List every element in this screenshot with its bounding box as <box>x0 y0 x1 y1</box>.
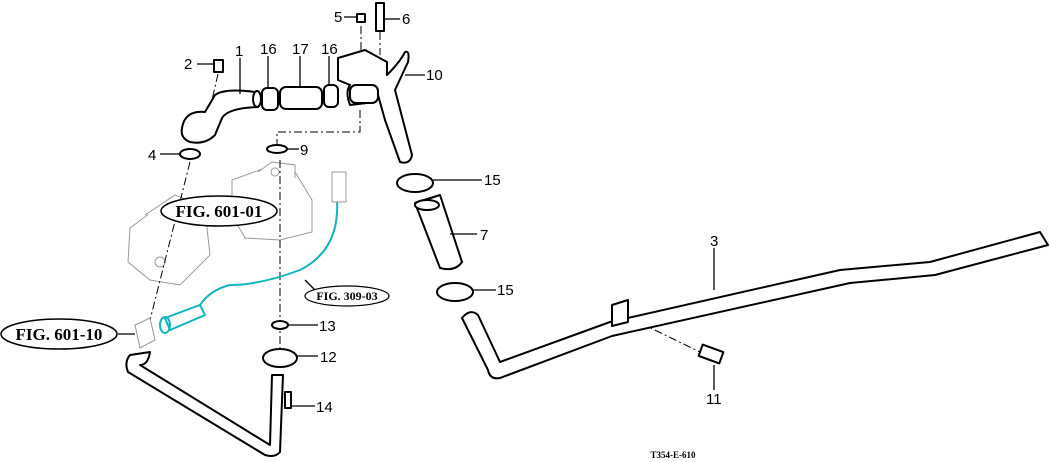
callout-13: 13 <box>319 318 336 335</box>
part-11-bolt <box>697 343 725 365</box>
part-16-clamp <box>261 87 279 111</box>
callout-11: 11 <box>706 391 722 408</box>
part-13-oring <box>271 320 289 330</box>
fig-601-10-ref[interactable]: FIG. 601-10 <box>0 318 118 350</box>
hose-end <box>163 303 207 332</box>
part-15-clamp <box>436 282 474 302</box>
part-4-oring <box>179 148 201 160</box>
part-16-clamp <box>323 84 339 108</box>
part-2-bolt <box>213 59 224 73</box>
callout-1: 1 <box>235 43 243 60</box>
leader-lines <box>118 16 715 407</box>
fig-601-10-label: FIG. 601-10 <box>16 325 103 344</box>
fig-601-01-label: FIG. 601-01 <box>176 202 263 221</box>
callout-14: 14 <box>316 399 333 416</box>
hose-fitting <box>331 171 347 203</box>
callout-3: 3 <box>710 233 718 250</box>
callout-4: 4 <box>148 147 156 164</box>
fitting-ghost <box>134 317 156 349</box>
drawing-code: T354-E-610 <box>651 450 697 460</box>
fig-601-01-ref[interactable]: FIG. 601-01 <box>160 195 278 227</box>
axis-line <box>625 315 701 353</box>
part-7-hose <box>414 194 463 271</box>
part-15-clamp <box>396 173 434 193</box>
callout-16: 16 <box>260 41 277 58</box>
axis-line <box>276 110 361 148</box>
callout-15: 15 <box>484 172 501 189</box>
callout-16: 16 <box>321 41 338 58</box>
callout-12: 12 <box>320 349 337 366</box>
part-6-bolt <box>375 2 385 32</box>
lower-pipe <box>125 351 284 457</box>
fig-309-03-label: FIG. 309-03 <box>316 289 377 303</box>
fig-309-03-ref[interactable]: FIG. 309-03 <box>304 285 390 307</box>
callout-15: 15 <box>497 282 514 299</box>
callout-2: 2 <box>184 56 192 73</box>
part-3-pipe <box>461 231 1049 380</box>
hose-line <box>199 199 339 306</box>
callout-5: 5 <box>334 9 342 26</box>
part-9-oring <box>266 144 288 154</box>
axis-line <box>149 161 191 321</box>
callout-17: 17 <box>292 41 309 58</box>
callout-6: 6 <box>402 11 410 28</box>
callout-10: 10 <box>426 67 443 84</box>
part-17-hose <box>279 86 323 110</box>
callout-7: 7 <box>480 227 488 244</box>
part-1-elbow-pipe <box>180 89 259 144</box>
part-10-manifold <box>337 49 413 164</box>
callout-9: 9 <box>300 142 308 159</box>
part-5-plug <box>356 13 366 23</box>
part-14-bolt <box>284 391 292 409</box>
part-12-flange <box>262 348 298 368</box>
